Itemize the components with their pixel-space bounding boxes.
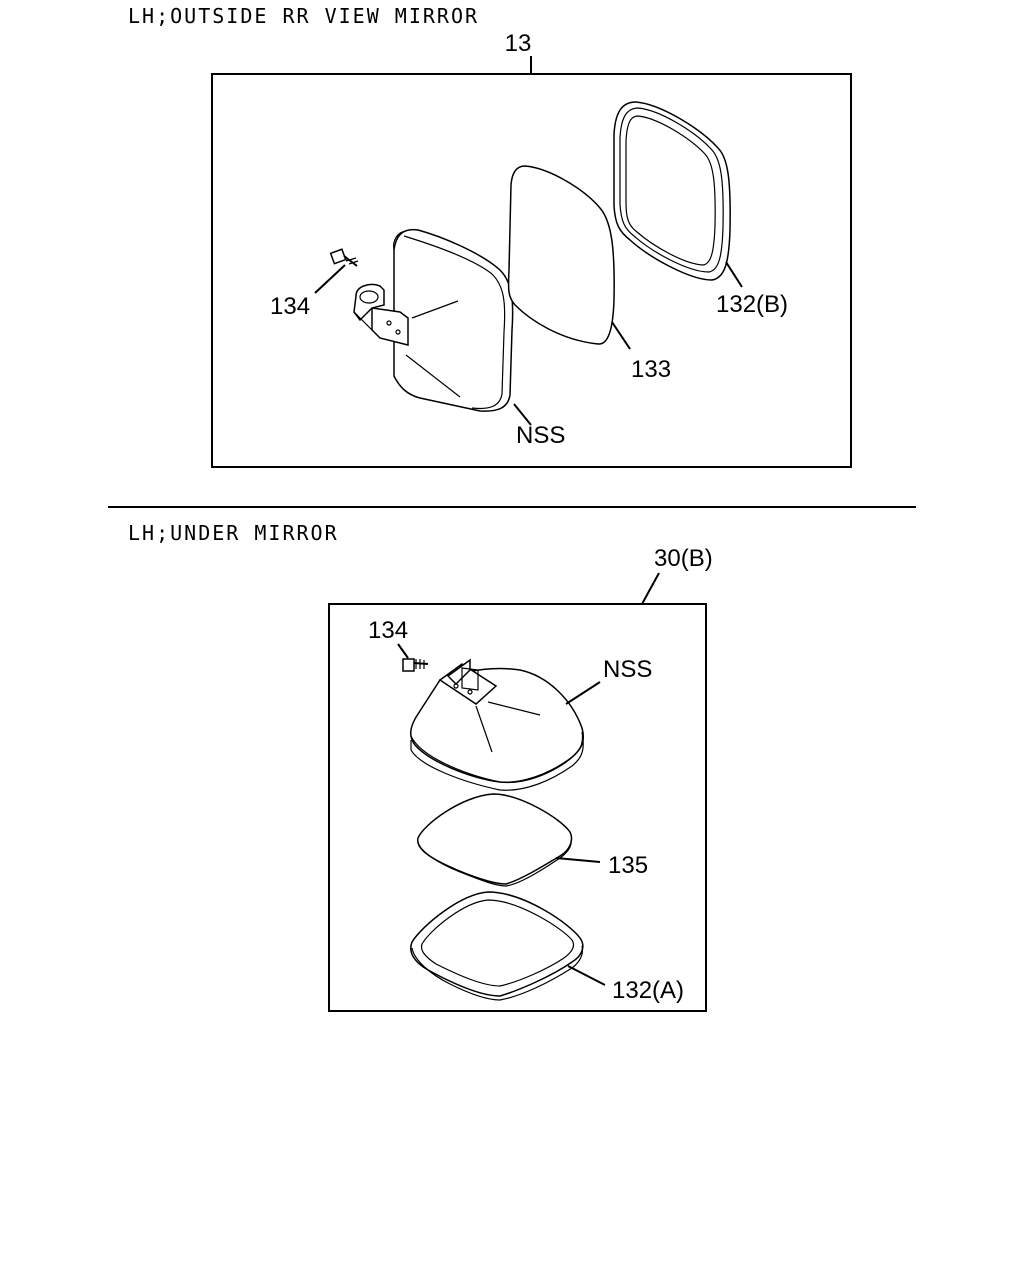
- under-mirror-housing-part: [410, 658, 585, 791]
- callout-132a: 132(A): [612, 977, 684, 1004]
- callout-132b: 132(B): [716, 291, 788, 318]
- section-title-under-mirror: LH;UNDER MIRROR: [128, 521, 339, 545]
- under-mirror-assembly: 30(B) 134 NSS: [328, 545, 713, 1012]
- callout-135: 135: [608, 852, 648, 879]
- bolt-134-under-part: [402, 658, 429, 672]
- leader-134-under: [397, 643, 409, 659]
- leader-132a: [567, 965, 606, 986]
- mirror-glass-135-part: [416, 793, 573, 887]
- leader-133: [611, 321, 631, 350]
- bolt-134-part: [329, 248, 359, 267]
- under-mirror-frame-box: [328, 603, 707, 1012]
- mirror-housing-part: [353, 228, 514, 412]
- mirror-frame-132b-part: [613, 101, 731, 281]
- callout-134-b: 134: [368, 617, 408, 644]
- leader-132b: [725, 261, 743, 288]
- leader-135: [555, 857, 601, 863]
- callout-133: 133: [631, 356, 671, 383]
- outside-mirror-assembly: 13 134 NSS 133: [211, 30, 852, 468]
- callout-nss-a: NSS: [516, 422, 565, 449]
- mirror-glass-133-part: [507, 165, 615, 345]
- group-label-13: 13: [505, 30, 532, 57]
- group-leader-line-30b: [641, 572, 660, 605]
- mirror-frame-132a-part: [410, 891, 584, 1001]
- leader-nss-b: [565, 681, 601, 705]
- callout-134-a: 134: [270, 293, 310, 320]
- leader-134: [314, 264, 346, 294]
- section-title-outside-mirror: LH;OUTSIDE RR VIEW MIRROR: [128, 4, 480, 28]
- callout-nss-b: NSS: [603, 656, 652, 683]
- group-label-30b: 30(B): [654, 545, 713, 572]
- leader-nss-a: [513, 403, 532, 426]
